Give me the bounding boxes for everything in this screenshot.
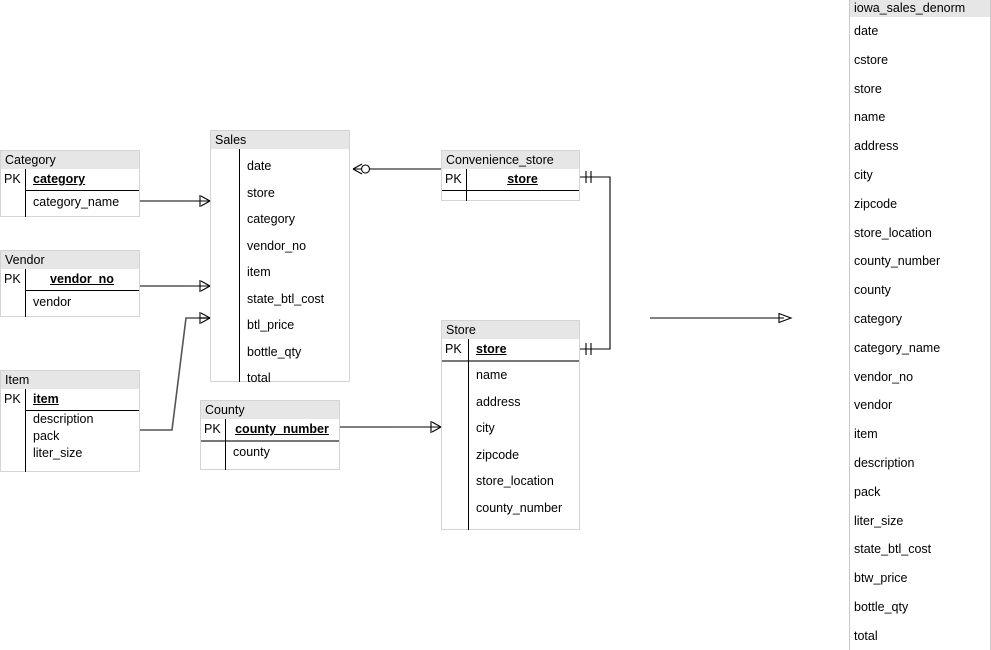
denorm-table-panel[interactable]: iowa_sales_denorm date cstore store name… (849, 0, 991, 650)
attribute-row: vendor (33, 295, 72, 309)
attribute-row: zipcode (476, 447, 520, 462)
denorm-column: category (854, 311, 902, 326)
pk-field-store: store (476, 342, 507, 356)
attribute-row: vendor_no (247, 238, 307, 253)
entity-sales[interactable]: Sales date store category vendor_no item… (210, 130, 350, 385)
relationship-category-sales (140, 195, 211, 207)
attribute-list-vendor: vendor (1, 291, 139, 313)
attribute-row: name (476, 368, 508, 382)
flow-arrow-to-denorm (650, 312, 793, 324)
attribute-row: bottle_qty (247, 344, 302, 359)
relationship-sales-convenience-store (352, 163, 441, 175)
denorm-column: address (854, 139, 899, 154)
denorm-column: county_number (854, 254, 941, 269)
entity-convenience-store[interactable]: Convenience_store PK store (441, 150, 580, 201)
denorm-column: state_btl_cost (854, 542, 932, 557)
pk-divider (442, 360, 579, 362)
pk-field-vendor: vendor_no (50, 272, 114, 286)
entity-title-convenience-store: Convenience_store (442, 151, 579, 169)
pk-marker: PK (4, 172, 21, 186)
denorm-column: btw_price (854, 571, 908, 586)
pk-marker: PK (445, 172, 462, 186)
pk-field-convenience-store: store (507, 172, 538, 186)
denorm-column: pack (854, 484, 881, 499)
attribute-row: description (33, 412, 94, 426)
pk-row-vendor: PK vendor_no (1, 269, 139, 290)
attribute-row: liter_size (33, 446, 83, 460)
denorm-column: category_name (854, 340, 941, 355)
pk-row-county: PK county_number (201, 419, 339, 440)
attribute-row: store (247, 185, 275, 200)
entity-item[interactable]: Item PK item description pack liter_size (0, 370, 140, 472)
denorm-column: zipcode (854, 196, 898, 211)
attribute-list-item: description pack liter_size (1, 411, 139, 462)
attribute-row: pack (33, 429, 60, 443)
attribute-row: date (247, 159, 272, 173)
denorm-column: county (854, 283, 891, 298)
denorm-column: bottle_qty (854, 599, 909, 614)
pk-marker: PK (445, 342, 462, 356)
entity-store[interactable]: Store PK store name address city zipcode… (441, 320, 580, 530)
attribute-list-sales: date store category vendor_no item state… (211, 149, 349, 392)
relationship-convenience-store-store (580, 171, 611, 355)
pk-field-category: category (33, 172, 86, 186)
attribute-row: store_location (476, 474, 554, 488)
pk-divider (201, 440, 339, 442)
entity-county[interactable]: County PK county_number county (200, 400, 340, 470)
entity-title-store: Store (442, 321, 579, 339)
attribute-row: state_btl_cost (247, 291, 325, 306)
pk-divider (442, 190, 579, 191)
attribute-row: total (247, 371, 271, 385)
pk-divider (25, 190, 139, 191)
pk-row-convenience-store: PK store (442, 169, 579, 190)
denorm-column: item (854, 427, 878, 442)
attribute-row: category (247, 212, 295, 226)
attribute-list-category: category_name (1, 191, 139, 213)
relationship-county-store (340, 421, 442, 433)
attribute-row: county (233, 445, 270, 459)
entity-title-category: Category (1, 151, 139, 169)
denorm-column: store_location (854, 225, 932, 240)
attribute-row: item (247, 265, 271, 279)
attribute-row: category_name (33, 195, 120, 209)
pk-field-item: item (33, 392, 59, 406)
entity-title-county: County (201, 401, 339, 419)
denorm-column: date (854, 24, 879, 38)
attribute-list-county: county (201, 442, 339, 462)
entity-title-sales: Sales (211, 131, 349, 149)
attribute-row: city (476, 421, 495, 435)
entity-category[interactable]: Category PK category category_name (0, 150, 140, 217)
pk-divider (25, 290, 139, 291)
pk-marker: PK (4, 392, 21, 406)
pk-divider (25, 410, 139, 411)
attribute-row: county_number (476, 500, 563, 515)
denorm-column: description (854, 455, 915, 470)
denorm-column: vendor_no (854, 369, 914, 384)
denorm-column: city (854, 167, 873, 182)
denorm-column: store (854, 81, 882, 96)
pk-row-store: PK store (442, 339, 579, 360)
relationship-vendor-sales (140, 280, 211, 292)
attribute-row: btl_price (247, 318, 295, 332)
pk-row-item: PK item (1, 389, 139, 410)
denorm-table-title: iowa_sales_denorm (850, 0, 990, 17)
attribute-row: address (476, 394, 521, 409)
denorm-column: liter_size (854, 513, 904, 528)
denorm-column: vendor (854, 398, 893, 413)
entity-title-item: Item (1, 371, 139, 389)
pk-row-category: PK category (1, 169, 139, 190)
entity-vendor[interactable]: Vendor PK vendor_no vendor (0, 250, 140, 317)
denorm-column: cstore (854, 52, 889, 67)
entity-title-vendor: Vendor (1, 251, 139, 269)
pk-marker: PK (4, 272, 21, 286)
pk-marker: PK (204, 422, 221, 436)
denorm-column: total (854, 628, 878, 643)
denorm-column: name (854, 110, 886, 125)
attribute-list-store: name address city zipcode store_location… (442, 362, 579, 521)
pk-field-county: county_number (235, 422, 329, 436)
